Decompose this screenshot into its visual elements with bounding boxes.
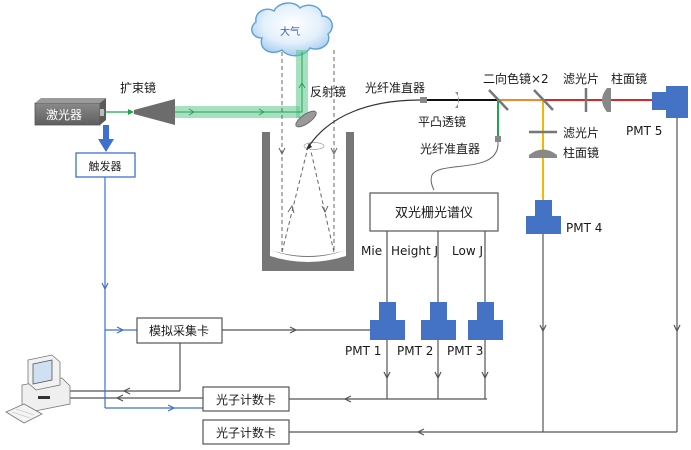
pmt-3-label: PMT 3: [447, 344, 483, 358]
mirror-label: 反射镜: [310, 84, 346, 99]
channel-label-mie: Mie: [361, 244, 382, 258]
beam-expander-label: 扩束镜: [120, 80, 156, 95]
laser-to-expander-line: [104, 109, 134, 115]
pmt-1-label: PMT 1: [345, 344, 381, 358]
return-signal-lines: [278, 50, 338, 253]
dichroic-mirrors-label: 二向色镜×2: [483, 71, 549, 86]
outgoing-laser-beam: [175, 50, 308, 118]
trigger-lines: [101, 177, 203, 412]
analog-acquisition-card: 模拟采集卡: [136, 317, 223, 344]
cylindrical-lens-side-label: 柱面镜: [563, 145, 599, 160]
photon-card-2-label: 光子计数卡: [216, 425, 276, 440]
atmosphere-cloud: 大气: [251, 2, 333, 57]
channel-label-height-j: Height J: [391, 244, 438, 258]
pmt-5-label: PMT 5: [626, 124, 662, 138]
fiber-collimator-1-label: 光纤准直器: [365, 81, 425, 95]
filter-side-label: 滤光片: [563, 126, 599, 140]
cloud-icon: [251, 2, 333, 57]
channel-label-low-j: Low J: [452, 244, 483, 258]
optical-fiber-1: [308, 99, 421, 147]
laser-source: 激光器: [34, 98, 106, 126]
photon-card-1-label: 光子计数卡: [216, 392, 276, 407]
pmt-2: [421, 302, 456, 340]
analog-card-label: 模拟采集卡: [149, 323, 209, 338]
trigger-arrow: [98, 125, 114, 152]
plano-convex-lens-label: 平凸透镜: [418, 114, 466, 129]
computer-icon: [5, 354, 71, 424]
telescope: [262, 132, 354, 271]
plano-convex-lens: [455, 92, 459, 108]
signal-lines: [69, 118, 681, 436]
pmt-1: [370, 302, 405, 340]
cylindrical-lens-top-label: 柱面镜: [611, 71, 647, 86]
trigger-box: 触发器: [75, 152, 136, 178]
fiber-collimator-2-label: 光纤准直器: [420, 142, 480, 156]
spectrometer-label: 双光栅光谱仪: [395, 206, 473, 221]
optical-fiber-2: [430, 141, 499, 191]
spectrometer-box: 双光栅光谱仪: [369, 192, 499, 232]
pmt-4: [526, 200, 561, 234]
laser-label: 激光器: [46, 108, 82, 122]
beam-expander: [134, 99, 175, 125]
dichroic-mirrors: [488, 89, 554, 111]
fiber-collimator-2: [495, 136, 501, 142]
photon-counting-card-1: 光子计数卡: [202, 386, 290, 412]
filter-top-label: 滤光片: [563, 72, 599, 86]
pmt-3: [468, 302, 503, 340]
atmosphere-label: 大气: [280, 25, 300, 38]
pmt-2-label: PMT 2: [397, 344, 433, 358]
pmt-4-label: PMT 4: [566, 221, 602, 235]
fiber-collimator-1: [420, 97, 427, 103]
trigger-label: 触发器: [89, 159, 122, 173]
spectrometer-outputs: [386, 231, 486, 302]
pmt-5: [652, 86, 688, 118]
mirror: [295, 110, 317, 128]
cylindrical-lens-top: [602, 88, 611, 112]
photon-counting-card-2: 光子计数卡: [202, 419, 290, 445]
cylindrical-lens-side: [529, 149, 557, 158]
